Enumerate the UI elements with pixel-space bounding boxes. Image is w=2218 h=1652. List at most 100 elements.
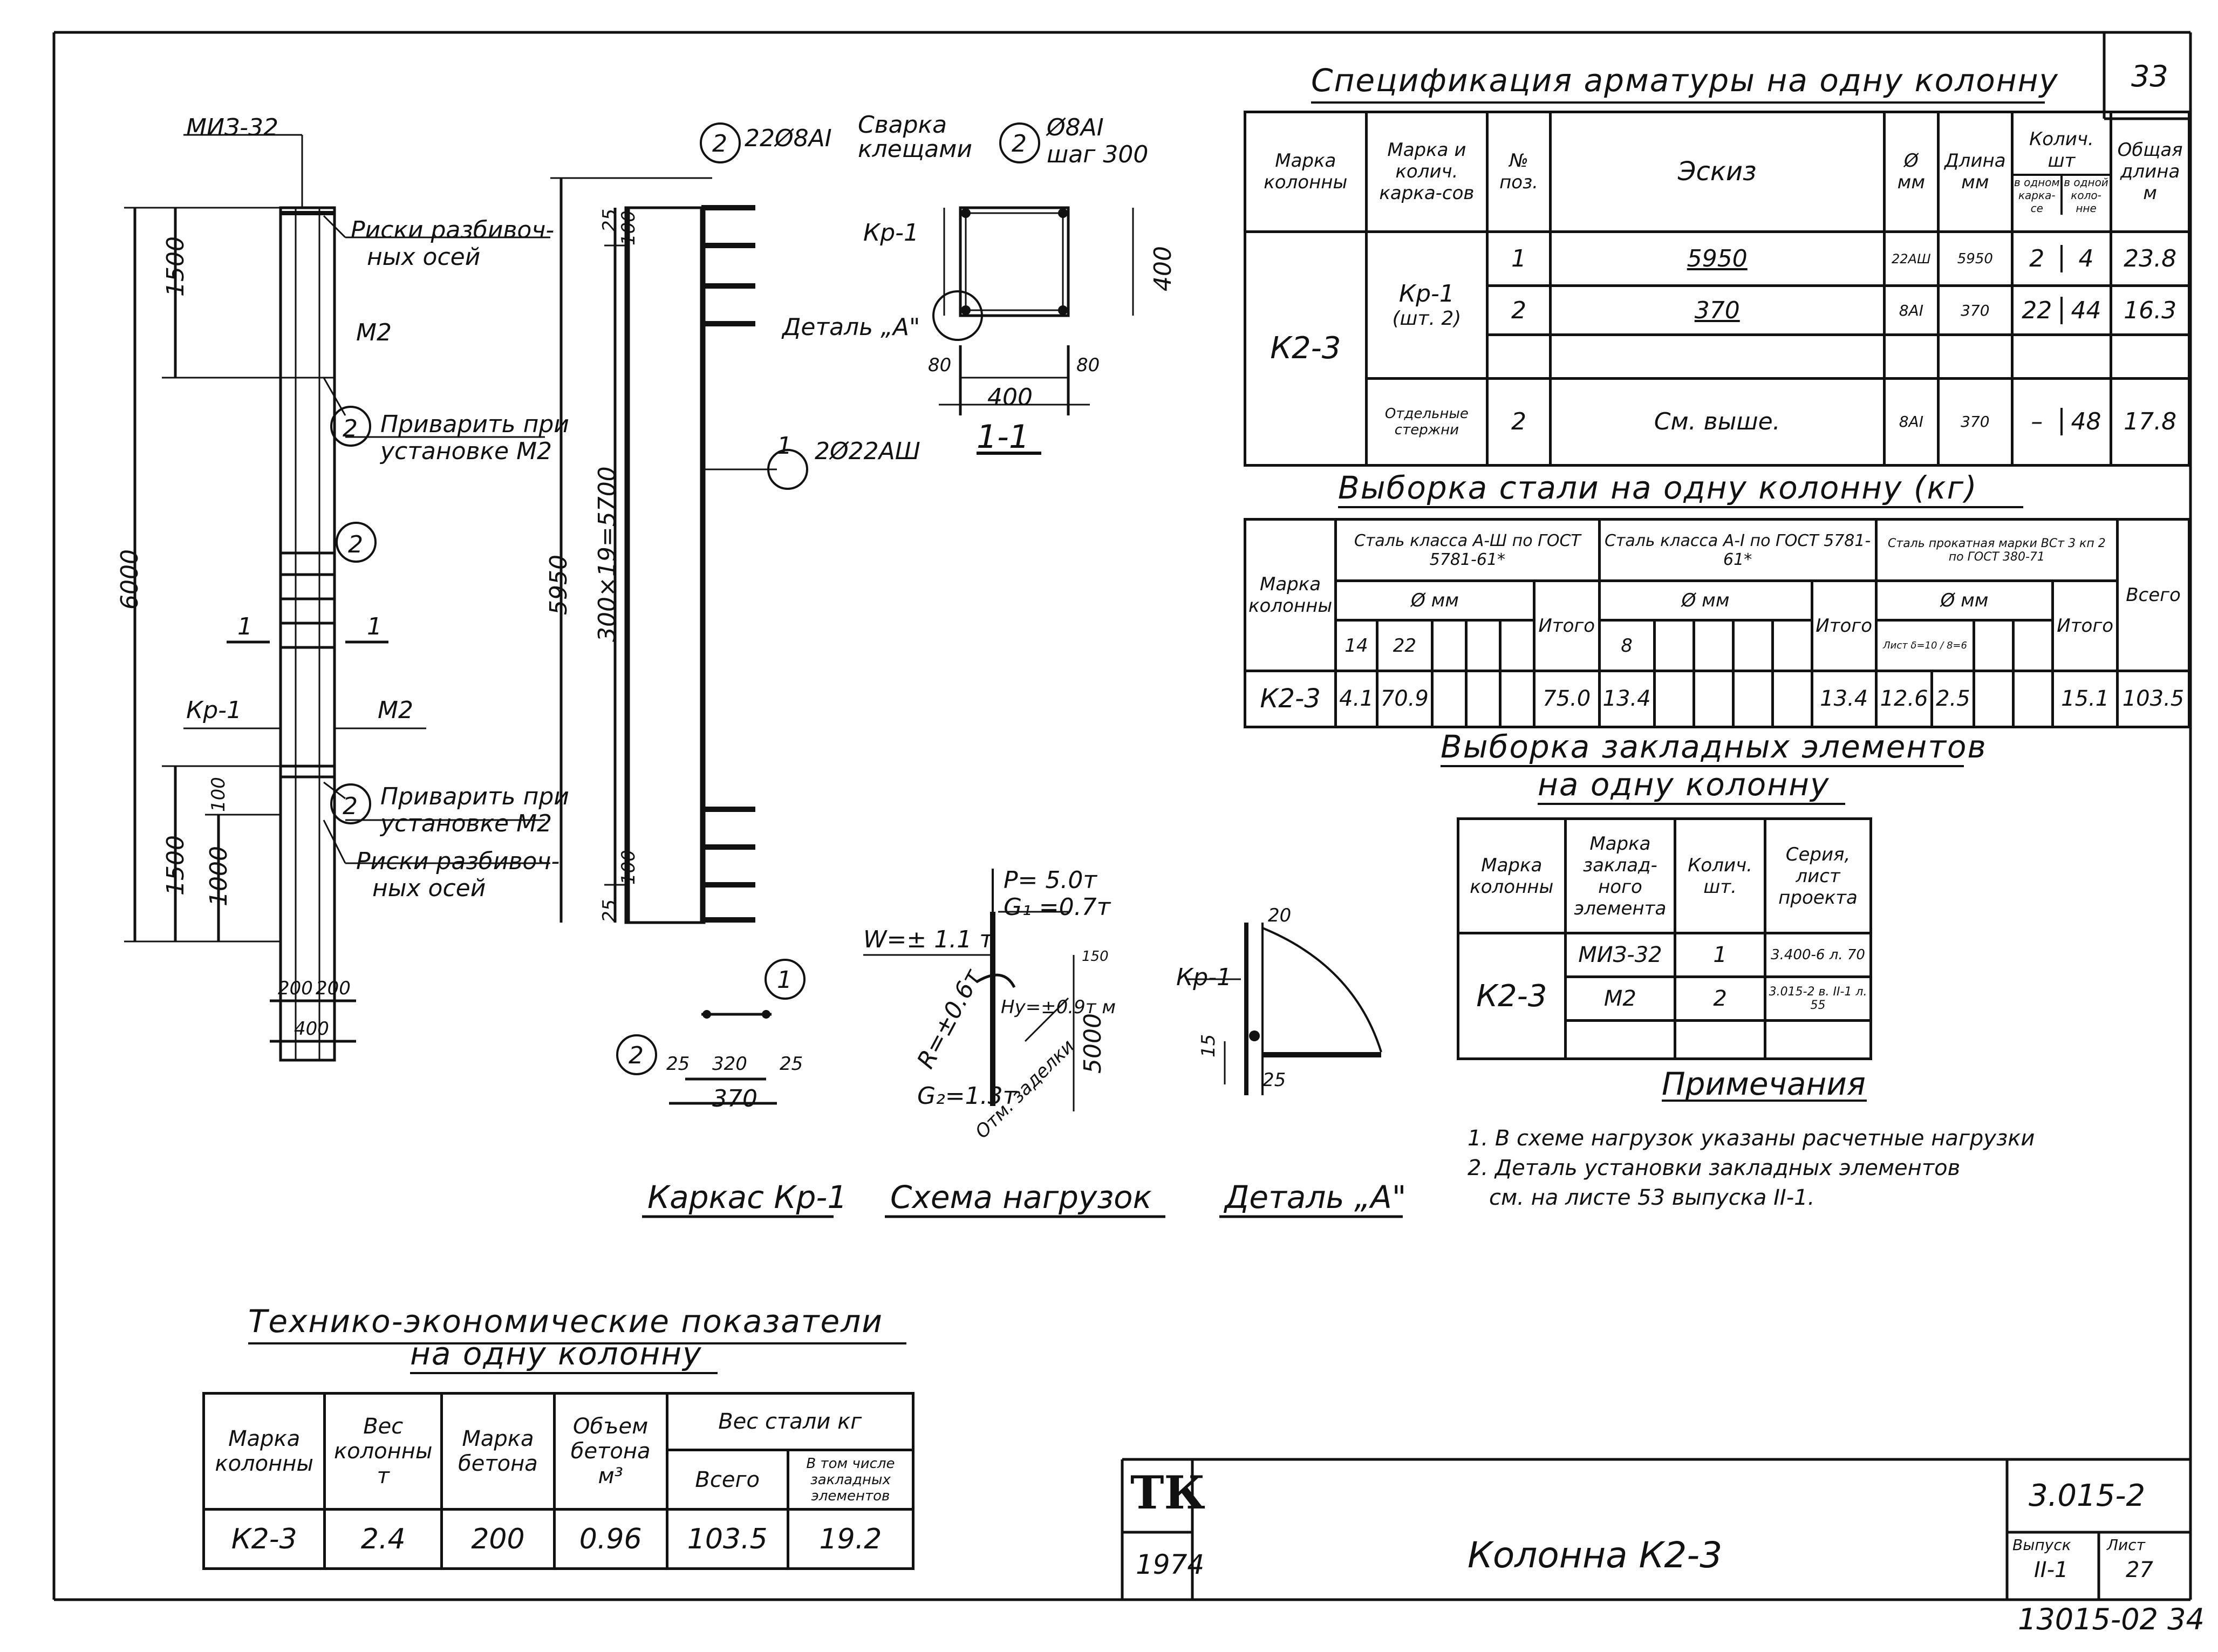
- load-p: P= 5.0т: [1004, 866, 1097, 894]
- steel-h-mark: Марка колонны: [1243, 518, 1337, 672]
- spec-row1-total: 23.8: [2110, 230, 2190, 288]
- emb-row2-qty: 2: [1674, 975, 1767, 1022]
- emb-row2-mark: М2: [1564, 975, 1677, 1022]
- steel-row-empty-8: [1973, 669, 2015, 729]
- steel-h-rolled: Сталь прокатная марки ВСт 3 кп 2 по ГОСТ…: [1874, 517, 2119, 583]
- spec-h-len: Длина мм: [1937, 111, 2014, 233]
- detail-20: 20: [1268, 905, 1292, 926]
- spec-h-dia: Ø мм: [1882, 111, 1940, 233]
- spec-table: Марка колонны Марка и колич. карка-сов №…: [1244, 111, 2190, 467]
- section-mark-left: 1: [237, 613, 252, 640]
- embedded-table: Марка колонны Марка заклад-ного элемента…: [1457, 817, 1872, 1060]
- detail-25: 25: [1262, 1069, 1286, 1091]
- steel-row-itogo-a3: 75.0: [1532, 669, 1601, 729]
- spec-row3-q1: –: [2014, 408, 2063, 436]
- spec-row3-pos: 2: [1486, 377, 1552, 467]
- steel-dmm-a3: Ø мм: [1334, 579, 1535, 622]
- steel-dia-empty-3: [1498, 619, 1535, 672]
- dim-1000: 1000: [205, 846, 233, 906]
- steel-row-empty-9: [2012, 669, 2055, 729]
- spec-empty-3: [1882, 333, 1940, 380]
- spec-frame-mark: Кр-1: [1398, 280, 1455, 308]
- steel-dia-empty-5: [1692, 619, 1735, 672]
- spec-h-qty: Колич. шт в одном карка-се в одной коло-…: [2010, 111, 2113, 233]
- pos2-section-mark: 2: [1012, 130, 1027, 158]
- spec-empty-1: [1486, 333, 1552, 380]
- spec-h-qty-frame: в одном карка-се: [2014, 176, 2063, 215]
- steel-row-empty-5: [1692, 669, 1735, 729]
- emb-h-series: Серия, лист проекта: [1764, 817, 1872, 935]
- steel-row-mark: К2-3: [1243, 669, 1337, 729]
- steel-row-empty-7: [1771, 669, 1813, 729]
- spec-empty-2: [1548, 333, 1886, 380]
- spec-row3-dia: 8АI: [1882, 377, 1940, 467]
- spec-h-qty-label: Колич. шт: [2029, 128, 2094, 172]
- riski-top-line2: ных осей: [367, 243, 481, 271]
- steel-h-total: Всего: [2116, 518, 2190, 672]
- spec-row3-len: 370: [1937, 377, 2014, 467]
- steel-row-rolled-2: 2.5: [1930, 669, 1976, 729]
- dim-1500-bottom: 1500: [162, 835, 189, 896]
- kr1-section-label: Кр-1: [863, 219, 919, 247]
- notes-title: Примечания: [1662, 1066, 1866, 1102]
- spec-frame-cell: Кр-1 (шт. 2): [1364, 230, 1489, 380]
- m2-top-label: М2: [356, 319, 392, 346]
- stamp-year: 1974: [1136, 1549, 1205, 1580]
- spec-row1-pos: 1: [1486, 230, 1552, 288]
- load-h: Hу=±0.9т м: [1001, 996, 1116, 1018]
- spec-h-sketch: Эскиз: [1548, 111, 1886, 233]
- section-mark-right: 1: [367, 613, 382, 640]
- detail-15: 15: [1198, 1034, 1219, 1057]
- dim-5950: 5950: [545, 555, 572, 615]
- emb-h-qty: Колич. шт.: [1674, 817, 1767, 935]
- spec-row1-len: 5950: [1937, 230, 2014, 288]
- dim-370: 370: [712, 1085, 757, 1112]
- steel-title: Выборка стали на одну колонну (кг): [1338, 469, 1978, 506]
- dim-25-bottom: 25: [599, 899, 620, 923]
- dim-400-section-h: 400: [987, 384, 1033, 411]
- load-g1: G₁ =0.7т: [1004, 893, 1111, 921]
- emb-row1-series: 3.400-6 л. 70: [1764, 932, 1872, 979]
- tech-row-total: 103.5: [665, 1508, 789, 1570]
- steel-dia-rolled: Лист δ=10 / 8=6: [1874, 619, 1976, 672]
- tech-h-concrete: Марка бетона: [440, 1392, 556, 1511]
- tech-title-2: на одну колонну: [410, 1335, 702, 1372]
- spec-row2-sketch: 370: [1548, 284, 1886, 337]
- caption-load-scheme: Схема нагрузок: [890, 1179, 1152, 1216]
- bar-8-line1: Ø8АI: [1047, 114, 1104, 141]
- steel-dia-empty-9: [2012, 619, 2055, 672]
- pos2-plan-mark: 2: [629, 1042, 644, 1069]
- inventory-number: 13015-02 34: [2018, 1602, 2205, 1636]
- spec-title: Спецификация арматуры на одну колонну: [1311, 62, 2059, 99]
- dim-1500-top: 1500: [162, 236, 189, 297]
- dim-150: 150: [1082, 948, 1109, 965]
- steel-dmm-a1: Ø мм: [1598, 579, 1813, 622]
- embedded-title-1: Выборка закладных элементов: [1441, 728, 1987, 765]
- riski-bottom-line1: Риски разбивоч-: [356, 848, 560, 875]
- note-1: 1. В схеме нагрузок указаны расчетные на…: [1468, 1126, 2035, 1151]
- dim-320: 320: [712, 1053, 747, 1075]
- riski-bottom-line2: ных осей: [372, 875, 486, 902]
- emb-row1-qty: 1: [1674, 932, 1767, 979]
- emb-column-mark: К2-3: [1457, 932, 1567, 1060]
- dim-6000: 6000: [116, 549, 144, 610]
- dim-100: 100: [208, 777, 229, 812]
- bar-22-label: 22Ø8АI: [745, 125, 832, 152]
- tech-h-steel: Вес стали кг: [665, 1392, 915, 1451]
- caption-kr1: Каркас Кр-1: [647, 1179, 848, 1216]
- tech-title-1: Технико-экономические показатели: [248, 1303, 883, 1340]
- stamp-logo: ТК: [1130, 1466, 1205, 1519]
- tech-h-mark: Марка колонны: [202, 1392, 326, 1511]
- pos1-plan-mark: 1: [777, 966, 792, 994]
- pos2-cage-mark: 2: [712, 130, 727, 158]
- emb-empty-1: [1564, 1019, 1677, 1060]
- stamp-sheet-label: Лист: [2107, 1536, 2145, 1554]
- tech-row-embedded: 19.2: [786, 1508, 915, 1570]
- steel-dia-empty-8: [1973, 619, 2015, 672]
- steel-dmm-rolled: Ø мм: [1874, 579, 2055, 622]
- tech-row-mark: К2-3: [202, 1508, 326, 1570]
- detail-a-label: Деталь „А": [782, 313, 920, 341]
